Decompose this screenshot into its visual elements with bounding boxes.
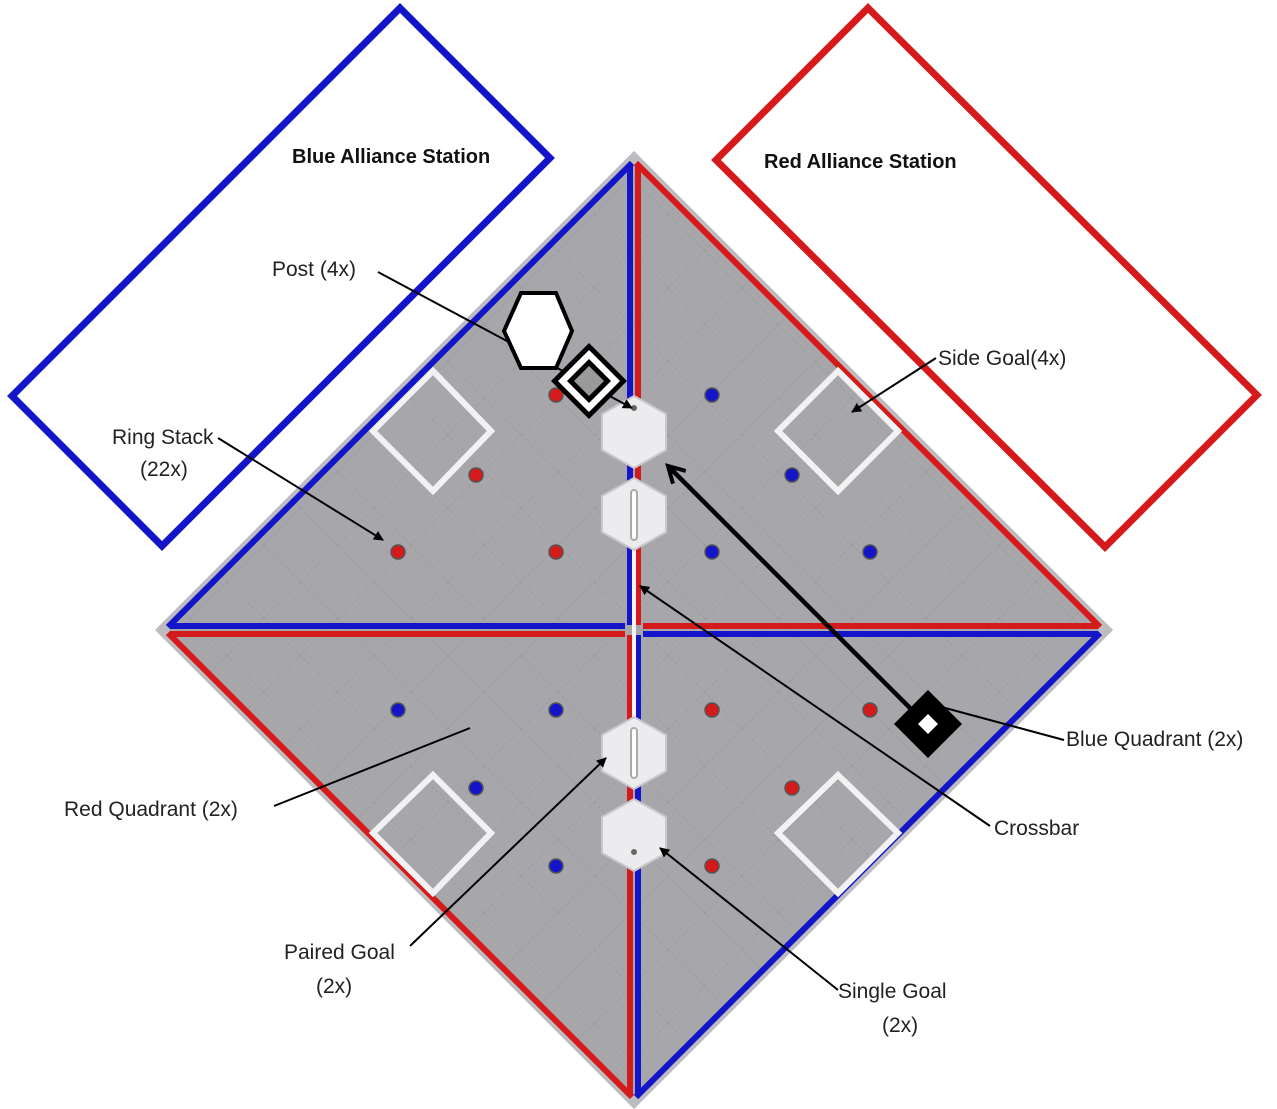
red-quadrant-arrow — [273, 727, 471, 807]
crossbar — [630, 727, 638, 779]
ring-stack — [390, 544, 406, 560]
red-quadrant-label: Red Quadrant (2x) — [64, 798, 238, 821]
hexagon-robot-icon — [501, 291, 575, 370]
ring-stack — [862, 544, 878, 560]
single-goal-label: Single Goal — [838, 980, 947, 1003]
ring-stack — [704, 858, 720, 874]
red-alliance-station-label: Red Alliance Station — [764, 151, 957, 173]
ring-stack — [862, 702, 878, 718]
ring-stack-arrow — [217, 437, 384, 541]
side-goal-arrow — [851, 357, 937, 413]
crossbar-label: Crossbar — [994, 817, 1079, 840]
ring-stack — [784, 780, 800, 796]
callout-labels: Post (4x) Side Goal(4x) Ring Stack (22x)… — [64, 258, 1243, 1037]
paired-goal-arrow — [409, 757, 607, 947]
ring-stack — [468, 780, 484, 796]
paired-goal-count: (2x) — [316, 975, 352, 998]
ring-stack — [548, 702, 564, 718]
paired-goal-label: Paired Goal — [284, 941, 395, 964]
crossbar — [630, 489, 638, 541]
blue-quadrant-arrow — [933, 704, 1065, 741]
crossbar-arrow — [639, 585, 991, 827]
single-goal — [601, 394, 667, 470]
diamond-marker-icon — [551, 343, 627, 419]
blue-alliance-station-label: Blue Alliance Station — [292, 146, 490, 168]
ring-stack — [704, 387, 720, 403]
ring-stack-count: (22x) — [140, 458, 188, 481]
side-goal-label: Side Goal(4x) — [938, 347, 1066, 370]
side-goals — [368, 366, 903, 898]
ring-stack — [390, 702, 406, 718]
side-goal — [368, 366, 496, 496]
post — [631, 849, 637, 855]
ring-stack — [468, 467, 484, 483]
ring-stack — [704, 544, 720, 560]
single-goal-count: (2x) — [882, 1014, 918, 1037]
blue-quadrant-label: Blue Quadrant (2x) — [1066, 728, 1243, 751]
post-label: Post (4x) — [272, 258, 356, 281]
blue-alliance-station: Blue Alliance Station — [7, 3, 555, 551]
ring-stacks — [390, 387, 878, 874]
side-goal — [773, 366, 903, 496]
diamond-marker-icon — [894, 690, 962, 758]
center-goals — [601, 394, 667, 873]
single-goal — [601, 797, 667, 873]
ring-stack — [704, 702, 720, 718]
side-goal — [368, 770, 496, 898]
side-goal — [773, 770, 903, 898]
ring-stack-label: Ring Stack — [112, 426, 214, 449]
ring-stack — [548, 544, 564, 560]
robot-path-arrow — [668, 466, 920, 718]
ring-stack — [548, 858, 564, 874]
ring-stack — [548, 387, 564, 403]
single-goal-arrow — [659, 847, 839, 991]
ring-stack — [784, 467, 800, 483]
red-alliance-station: Red Alliance Station — [711, 3, 1262, 552]
